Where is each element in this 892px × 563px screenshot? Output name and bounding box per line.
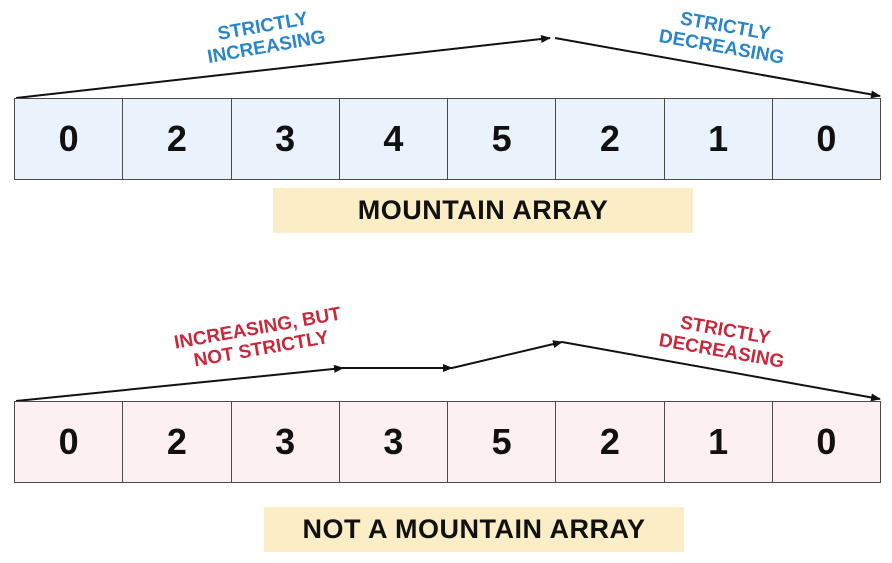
array-cell: 0 <box>58 421 79 462</box>
array-cell: 3 <box>338 402 447 482</box>
array-cell: 2 <box>122 99 230 179</box>
increasing-arrow-2a <box>15 364 344 402</box>
array-cell: 3 <box>230 99 339 179</box>
mountain-array-example: 0 2 3 4 5 2 1 0 <box>14 98 881 180</box>
increasing-arrow-1 <box>15 35 551 99</box>
verdict-mountain-array: MOUNTAIN ARRAY <box>273 188 693 233</box>
verdict-not-mountain-array: NOT A MOUNTAIN ARRAY <box>264 507 684 552</box>
array-cell: 0 <box>771 402 880 482</box>
non-mountain-array-example: 0 2 3 3 5 2 1 0 <box>14 401 881 483</box>
array-cell: 3 <box>230 402 339 482</box>
decreasing-arrow-2 <box>561 341 881 402</box>
increasing-arrow-2b <box>451 340 563 369</box>
array-cell: 1 <box>663 99 772 179</box>
array-cell: 4 <box>338 99 447 179</box>
array-cell: 1 <box>663 402 772 482</box>
array-cell: 2 <box>555 99 663 179</box>
decreasing-arrow-1 <box>554 37 881 99</box>
array-cell: 0 <box>771 99 880 179</box>
array-cell: 2 <box>555 402 663 482</box>
array-cell: 2 <box>122 402 230 482</box>
array-cell: 0 <box>58 118 79 159</box>
array-cell: 5 <box>447 99 555 179</box>
array-cell: 5 <box>447 402 555 482</box>
